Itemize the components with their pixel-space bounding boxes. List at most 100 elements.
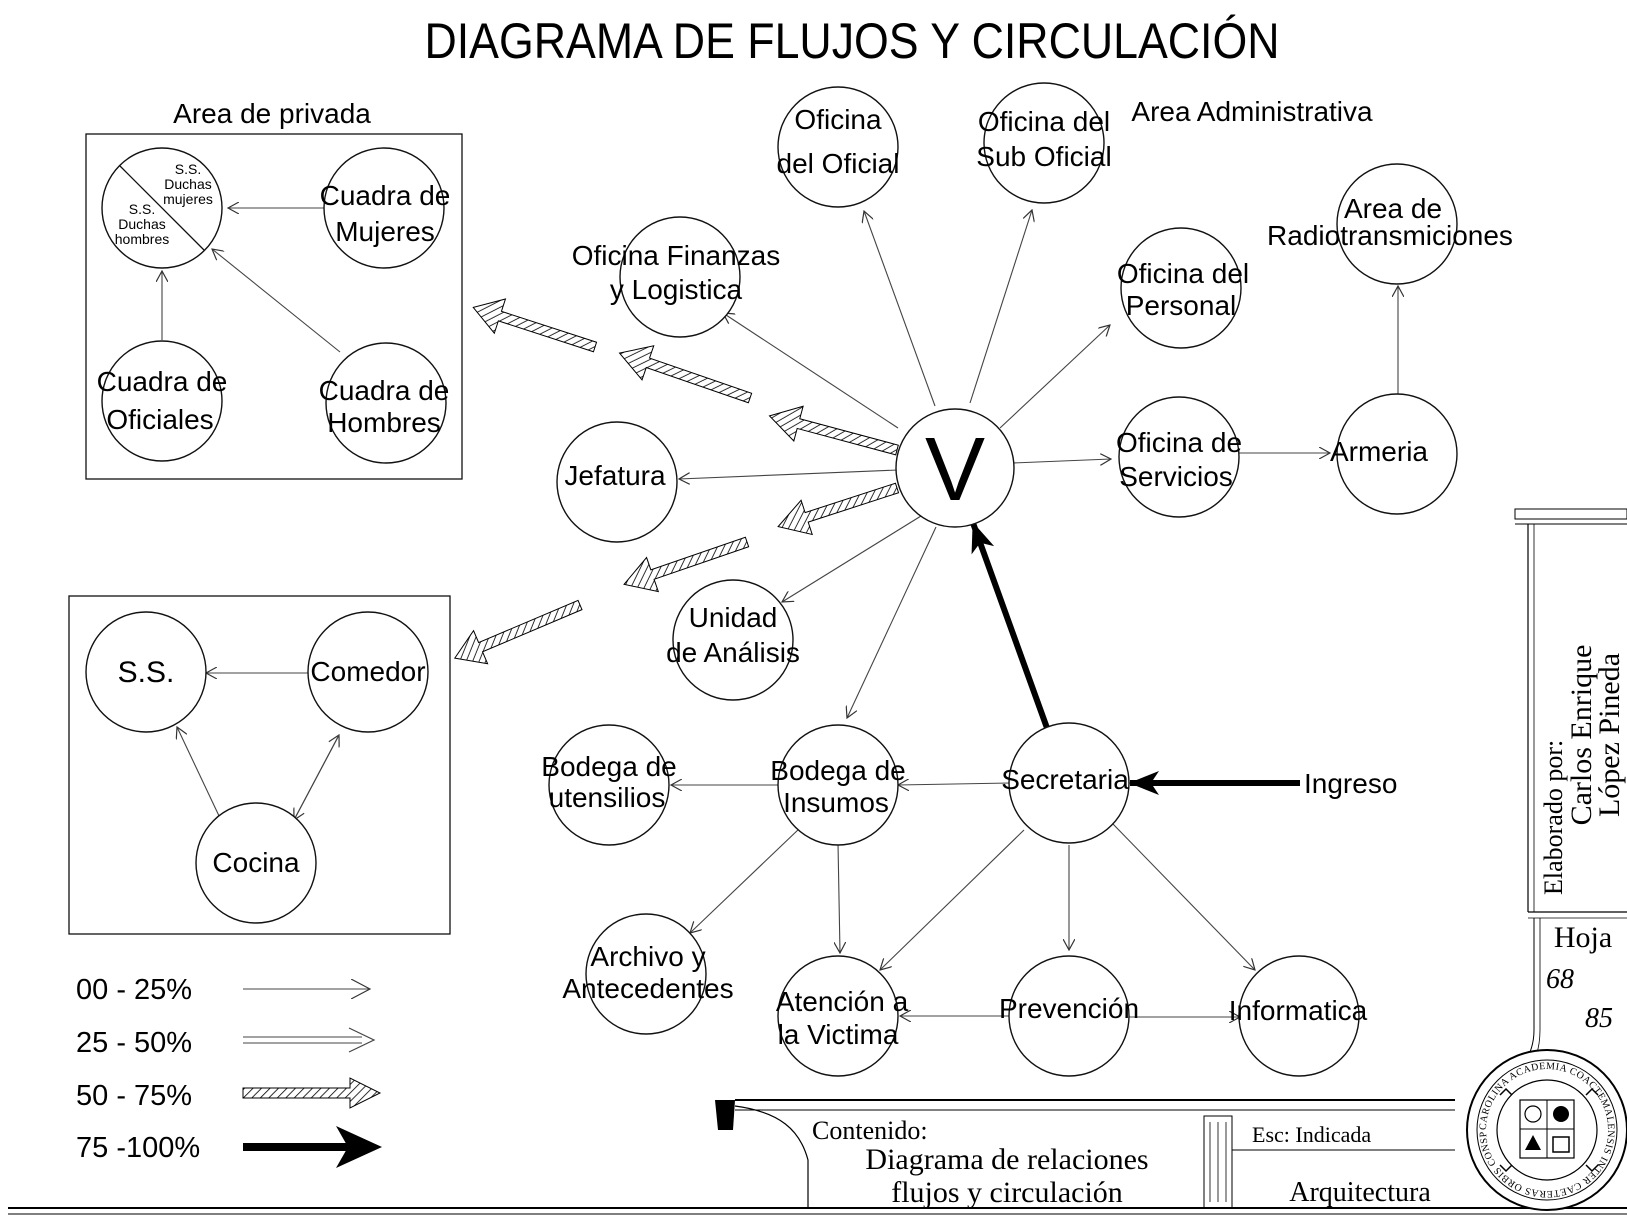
node-cuadra-oficiales: Cuadra de Oficiales — [97, 340, 228, 462]
node-oficina-servicios-line1: Oficina de — [1116, 427, 1242, 458]
node-prevencion-label: Prevención — [999, 993, 1139, 1024]
node-atencion-line2: la Victima — [778, 1019, 899, 1050]
node-unidad-analisis-line2: de Análisis — [666, 637, 800, 668]
node-bodega-insumos: Bodega de Insumos — [770, 724, 906, 846]
node-armeria: Armeria — [1330, 393, 1458, 515]
duchas-upper-line1: S.S. — [175, 161, 201, 177]
node-radio-line2: Radiotransmiciones — [1267, 220, 1513, 251]
duchas-lower-line3: hombres — [115, 231, 169, 247]
flow-hombres-duchas — [212, 249, 341, 353]
node-archivo-line2: Antecedentes — [562, 973, 733, 1004]
node-unidad-analisis-line1: Unidad — [689, 602, 778, 633]
contenido-line1: Diagrama de relaciones — [865, 1143, 1148, 1176]
hoja-number: 68 — [1546, 964, 1574, 995]
flow-v-unidad-analisis — [782, 515, 922, 602]
flow-v-oficina-suboficial — [969, 210, 1032, 404]
author-line2: López Pineda — [1593, 653, 1626, 817]
node-cuadra-oficiales-line2: Oficiales — [106, 404, 213, 435]
title-block-corner — [715, 1100, 735, 1130]
node-cocina-label: Cocina — [212, 847, 300, 878]
flow-v-jefatura — [679, 469, 899, 479]
contenido-line2: flujos y circulación — [891, 1176, 1123, 1209]
hoja-total: 85 — [1585, 1003, 1613, 1034]
node-unidad-analisis: Unidad de Análisis — [666, 579, 800, 701]
hatched-arrow-2 — [618, 345, 753, 404]
page-title: DIAGRAMA DE FLUJOS Y CIRCULACIÓN — [425, 13, 1280, 69]
node-oficina-oficial-line2: del Oficial — [777, 148, 900, 179]
duchas-upper-line3: mujeres — [163, 191, 213, 207]
escala-label: Esc: Indicada — [1252, 1122, 1371, 1147]
node-cuadra-oficiales-line1: Cuadra de — [97, 366, 228, 397]
flow-secretaria-v — [970, 521, 1050, 730]
node-secretaria-label: Secretaria — [1001, 764, 1129, 795]
flow-secretaria-informatica — [1111, 822, 1255, 970]
node-bodega-utensilios: Bodega de utensilios — [541, 724, 677, 846]
node-cuadra-mujeres: Cuadra de Mujeres — [320, 147, 451, 269]
flow-v-oficina-oficial — [864, 211, 936, 407]
private-area-box — [85, 133, 463, 480]
node-bodega-utensilios-line2: utensilios — [549, 782, 666, 813]
duchas-lower-line1: S.S. — [129, 201, 155, 217]
node-comedor: Comedor — [307, 611, 429, 733]
ingreso-label: Ingreso — [1304, 768, 1397, 799]
node-radio-line1: Area de — [1344, 193, 1442, 224]
node-cuadra-hombres-line1: Cuadra de — [319, 375, 450, 406]
node-cocina: Cocina — [195, 802, 317, 924]
flow-secretaria-bodega — [898, 783, 1011, 785]
legend-label-2: 25 - 50% — [76, 1027, 192, 1059]
node-oficina-personal-line2: Personal — [1126, 290, 1237, 321]
flow-cocina-ss — [177, 727, 221, 819]
node-prevencion: Prevención — [999, 955, 1139, 1077]
flow-comedor-cocina — [294, 734, 340, 820]
hatched-arrow-6 — [453, 599, 583, 665]
node-informatica: Informatica — [1229, 955, 1368, 1077]
legend-arrow-double-head — [348, 1027, 376, 1053]
flow-v-servicios — [1012, 459, 1111, 463]
bold-flow-arrows — [970, 521, 1300, 795]
flow-v-personal — [999, 325, 1110, 429]
legend-arrow-hatched — [242, 1077, 382, 1109]
node-secretaria: Secretaria — [1001, 722, 1130, 844]
node-archivo-line1: Archivo y — [590, 941, 705, 972]
author-line1: Carlos Enrique — [1565, 645, 1598, 826]
node-oficina-suboficial-line2: Sub Oficial — [976, 141, 1111, 172]
node-oficina-oficial-line1: Oficina — [794, 104, 882, 135]
flow-bodega-archivo — [690, 827, 801, 933]
node-jefatura-label: Jefatura — [564, 460, 666, 491]
hatched-arrow-4 — [777, 482, 900, 536]
node-oficina-servicios-line2: Servicios — [1119, 461, 1233, 492]
node-oficina-finanzas-line1: Oficina Finanzas — [572, 240, 781, 271]
node-ss-label: S.S. — [118, 656, 175, 689]
legend-label-1: 00 - 25% — [76, 974, 192, 1006]
hatched-arrow-5 — [623, 536, 750, 593]
node-v: V — [895, 408, 1015, 528]
node-duchas: S.S. Duchas mujeres S.S. Duchas hombres — [101, 147, 223, 269]
node-informatica-label: Informatica — [1229, 995, 1368, 1026]
node-archivo: Archivo y Antecedentes — [562, 913, 734, 1035]
flow-secretaria-atencion — [880, 829, 1025, 970]
flow-v-bodega-insumos — [847, 526, 937, 718]
hatched-arrow-1 — [472, 298, 598, 353]
contenido-label: Contenido: — [812, 1116, 928, 1145]
legend: 00 - 25% 25 - 50% 50 - 75% 75 -100% — [76, 974, 382, 1168]
node-oficina-suboficial: Oficina del Sub Oficial — [976, 82, 1112, 204]
node-oficina-servicios: Oficina de Servicios — [1116, 396, 1242, 518]
duchas-upper-line2: Duchas — [164, 176, 211, 192]
flow-bodega-atencion — [838, 842, 840, 953]
node-oficina-oficial: Oficina del Oficial — [777, 86, 900, 208]
area-label-administrativa: Area Administrativa — [1131, 96, 1373, 127]
node-oficina-finanzas: Oficina Finanzas y Logistica — [572, 216, 781, 338]
node-cuadra-hombres: Cuadra de Hombres — [319, 342, 450, 464]
node-cuadra-hombres-line2: Hombres — [327, 407, 441, 438]
node-ss: S.S. — [85, 611, 207, 733]
node-bodega-insumos-line1: Bodega de — [770, 755, 905, 786]
duchas-divider — [119, 165, 205, 251]
node-cuadra-mujeres-line1: Cuadra de — [320, 180, 451, 211]
node-cuadra-mujeres-line2: Mujeres — [335, 216, 435, 247]
node-oficina-personal: Oficina del Personal — [1117, 227, 1249, 349]
hatched-arrow-3 — [768, 405, 899, 456]
node-comedor-label: Comedor — [310, 656, 425, 687]
node-bodega-insumos-line2: Insumos — [783, 787, 889, 818]
legend-label-4: 75 -100% — [76, 1132, 200, 1164]
